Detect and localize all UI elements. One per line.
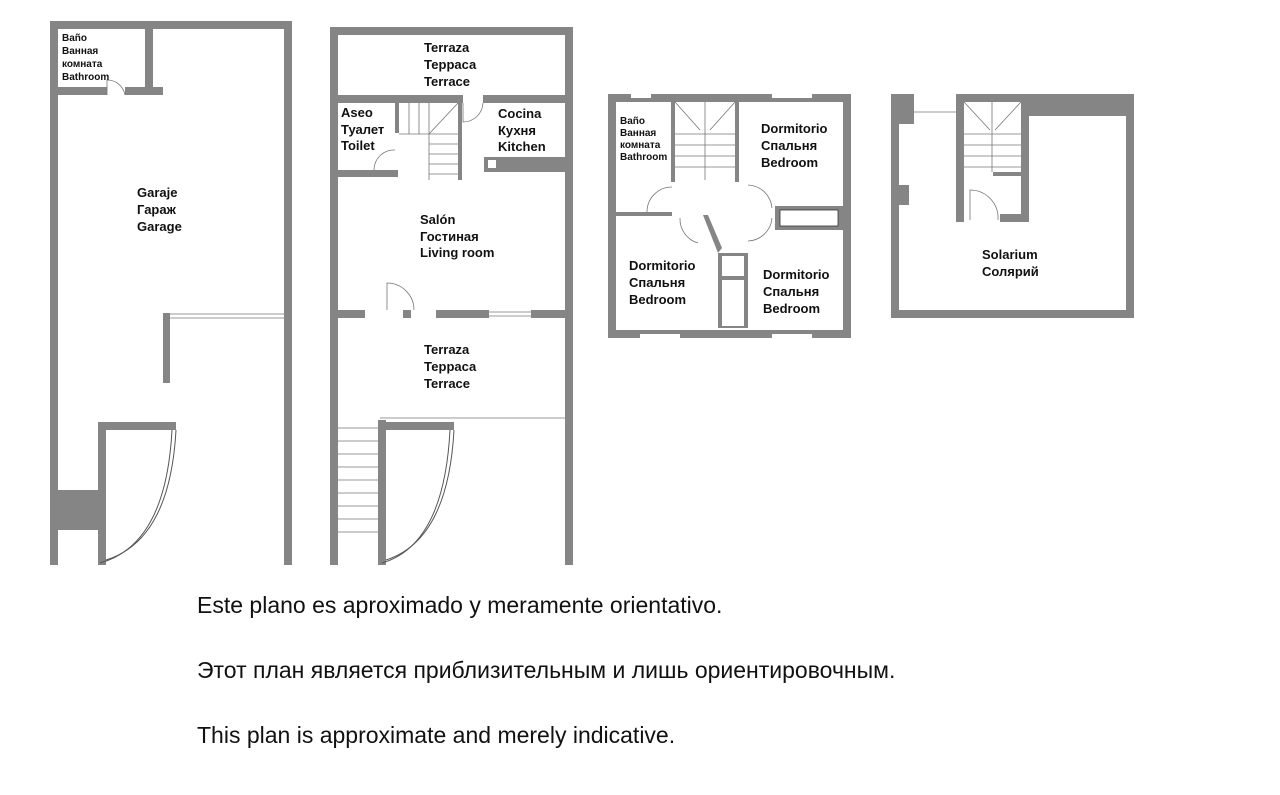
disclaimer-russian: Этот план является приблизительным и лиш…	[197, 657, 896, 683]
room-label-bathroom: Baño Ванная комната Bathroom	[62, 33, 109, 83]
room-label-living-room: Salón Гостиная Living room	[420, 212, 494, 260]
room-label-terrace-bottom: Terraza Терраса Terrace	[424, 342, 480, 391]
plan-roof: Solarium Солярий	[891, 94, 1134, 318]
room-label-bedroom-right: Dormitorio Спальня Bedroom	[763, 267, 833, 316]
room-label-terrace-top: Terraza Терраса Terrace	[424, 40, 480, 89]
staircase-second	[674, 101, 736, 180]
staircase-lower	[338, 427, 378, 533]
room-label-bathroom-second: Baño Ванная комната Bathroom	[620, 116, 667, 163]
room-label-garage: Garaje Гараж Garage	[137, 185, 182, 234]
room-label-toilet: Aseo Туалет Toilet	[341, 105, 388, 153]
room-label-solarium: Solarium Солярий	[982, 247, 1041, 279]
plan-second-floor: Baño Ванная комната Bathroom Dormitorio …	[608, 94, 851, 338]
disclaimer-spanish: Este plano es aproximado y meramente ori…	[197, 592, 723, 618]
staircase-roof	[963, 101, 1022, 172]
plan-first-floor: Terraza Терраса Terrace Aseo Туалет Toil…	[330, 27, 573, 565]
staircase	[399, 102, 459, 180]
plan-ground-floor: Baño Ванная комната Bathroom Garaje Гара…	[50, 21, 292, 565]
room-label-kitchen: Cocina Кухня Kitchen	[498, 106, 546, 154]
room-label-bedroom-top: Dormitorio Спальня Bedroom	[761, 121, 831, 170]
room-label-bedroom-left: Dormitorio Спальня Bedroom	[629, 258, 699, 307]
disclaimer-english: This plan is approximate and merely indi…	[197, 722, 676, 748]
